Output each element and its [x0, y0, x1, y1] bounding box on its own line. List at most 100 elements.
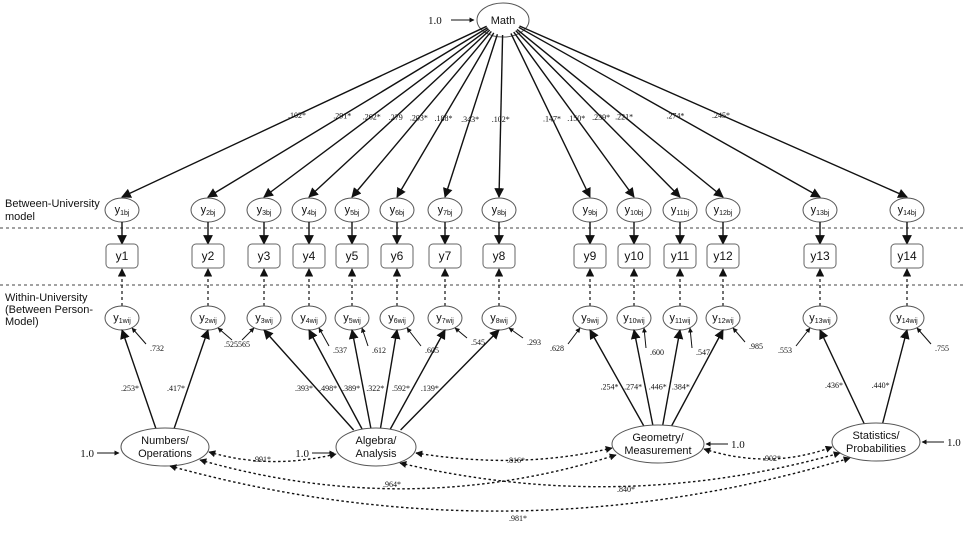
numbers-operations-factor-node — [120, 427, 210, 467]
residual-value: .293 — [527, 338, 541, 347]
between-label-line1: Between-University — [5, 198, 100, 210]
residual-value: .525 — [224, 340, 238, 349]
factor-loading-value: .139* — [421, 384, 439, 393]
factor-loading-value: .592* — [392, 384, 410, 393]
within-node-label: y7wij — [436, 312, 454, 325]
observed-box — [380, 243, 414, 269]
within-node-label: y9wij — [581, 312, 599, 325]
observed-label: y1 — [116, 249, 129, 263]
residual-arrow — [318, 327, 330, 347]
within-node-label: y5wij — [343, 312, 361, 325]
observed-label: y12 — [713, 249, 733, 263]
factor-loading-arrow — [172, 329, 210, 431]
corr-num-stat-value: .981* — [509, 514, 527, 523]
residual-arrow — [217, 327, 233, 341]
within-node-label: y12wij — [712, 312, 734, 325]
math-loading-value: .102* — [288, 111, 306, 120]
factor-loading-arrow — [630, 329, 654, 428]
math-loading-arrow — [396, 32, 495, 198]
corr-alg-stat-value: .840* — [617, 485, 635, 494]
observed-label: y9 — [584, 249, 597, 263]
within-label-line1: Within-University — [5, 292, 88, 304]
within-node-label: y10wij — [623, 312, 645, 325]
math-loading-arrow — [207, 27, 488, 198]
math-variance: 1.0 — [428, 15, 442, 27]
residual-arrow — [687, 327, 693, 349]
factor-loading-arrow — [348, 329, 372, 431]
observed-box — [706, 243, 740, 269]
factor-loading-arrow — [589, 329, 646, 428]
math-loading-value: .102* — [492, 115, 510, 124]
factor-loading-value: .384* — [672, 382, 690, 391]
within-label-line2: (Between Person- — [5, 304, 93, 316]
observed-label: y2 — [202, 249, 215, 263]
math-loading-value: .262* — [363, 112, 381, 121]
corr-alg-geo-value: .816* — [507, 456, 525, 465]
math-loading-arrow — [121, 25, 487, 198]
factor-loading-value: .417* — [167, 384, 185, 393]
numbers-operations-variance: 1.0 — [80, 448, 94, 460]
within-node-label: y2wij — [199, 312, 217, 325]
corr-num-geo-curve — [199, 453, 617, 490]
residual-value: .732 — [150, 344, 164, 353]
algebra-analysis-variance: 1.0 — [295, 448, 309, 460]
factor-loading-arrow — [881, 329, 910, 426]
math-loading-arrow — [516, 28, 724, 198]
between-node-label: y5bj — [345, 204, 360, 217]
factor-loading-arrow — [379, 329, 401, 431]
math-loading-arrow — [351, 30, 492, 198]
residual-arrow — [641, 327, 647, 349]
observed-box — [247, 243, 281, 269]
algebra-analysis-label-line1: Algebra/ — [356, 435, 398, 447]
residual-value: .547 — [696, 348, 710, 357]
within-node-label: y3wij — [255, 312, 273, 325]
residual-arrow — [567, 327, 581, 345]
residual-arrow — [131, 327, 147, 345]
factor-loading-arrow — [308, 329, 364, 431]
observed-box — [428, 243, 462, 269]
corr-alg-stat-curve — [399, 451, 841, 488]
math-loading-arrow — [263, 28, 489, 198]
residual-value: .545 — [471, 338, 485, 347]
observed-box — [663, 243, 697, 269]
math-factor-label: Math — [491, 15, 515, 27]
observed-box — [191, 243, 225, 269]
between-node-label: y2bj — [201, 204, 216, 217]
generated-items: .102*.291*.262*.279.203*.188*.343*.102*.… — [80, 25, 961, 523]
between-node-label: y11bj — [671, 204, 690, 217]
statistics-probabilities-variance: 1.0 — [947, 437, 961, 449]
observed-label: y10 — [624, 249, 644, 263]
residual-arrow — [916, 327, 932, 345]
within-node-label: y8wij — [490, 312, 508, 325]
residual-value: .755 — [935, 344, 949, 353]
within-node-label: y1wij — [113, 312, 131, 325]
math-loading-value: .221* — [615, 113, 633, 122]
math-loading-arrow — [513, 31, 635, 198]
within-node-label: y14wij — [896, 312, 918, 325]
numbers-operations-label-line2: Operations — [138, 448, 192, 460]
factor-loading-arrow — [120, 329, 158, 431]
within-label-line3: Model) — [5, 316, 39, 328]
math-loading-value: .343* — [461, 115, 479, 124]
math-loading-value: .279 — [389, 113, 403, 122]
factor-loading-value: .322* — [366, 384, 384, 393]
corr-num-alg-value: .991* — [253, 455, 271, 464]
observed-box — [105, 243, 139, 269]
factor-loading-arrow — [661, 329, 684, 428]
math-loading-value: .150* — [567, 114, 585, 123]
corr-num-geo-value: .964* — [383, 480, 401, 489]
numbers-operations-label-line1: Numbers/ — [141, 435, 190, 447]
observed-label: y11 — [671, 249, 690, 263]
residual-value: .565 — [236, 340, 250, 349]
factor-loading-value: .389* — [342, 384, 360, 393]
observed-box — [292, 243, 326, 269]
factor-loading-value: .446* — [649, 382, 667, 391]
math-loading-value: .239* — [592, 113, 610, 122]
factor-loading-arrow — [389, 329, 446, 431]
math-loading-value: .147* — [543, 115, 561, 124]
residual-value: .553 — [778, 346, 792, 355]
math-loading-arrow — [443, 34, 499, 198]
geometry-measurement-factor-node — [611, 424, 705, 464]
factor-loading-value: .393* — [295, 384, 313, 393]
